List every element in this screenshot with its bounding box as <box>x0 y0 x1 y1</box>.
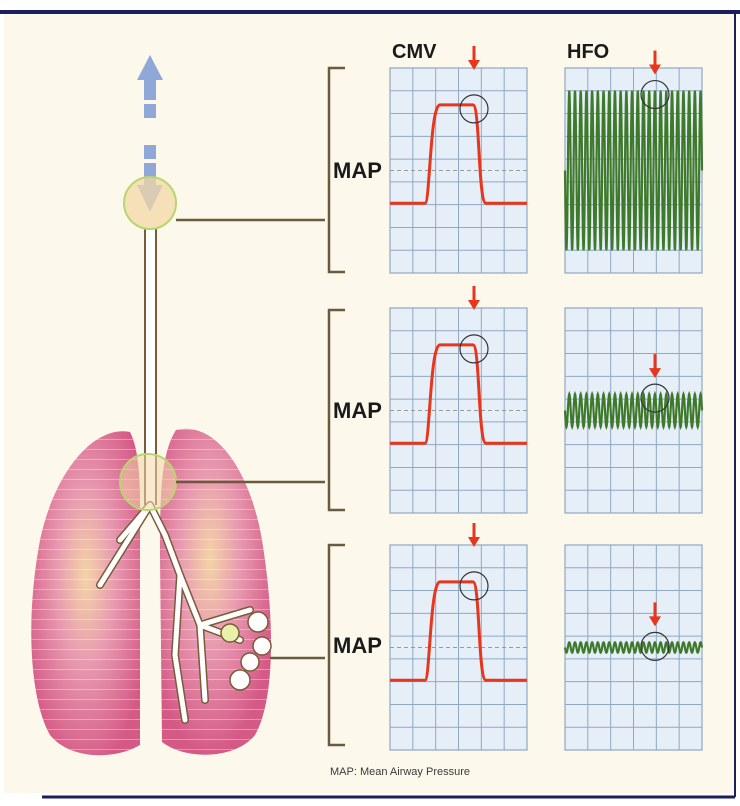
column-header-cmv: CMV <box>392 41 437 63</box>
map-label-row-2: MAP <box>333 398 382 423</box>
footnote: MAP: Mean Airway Pressure <box>330 766 470 778</box>
cmv-panel-row-3 <box>390 545 527 750</box>
cmv-panel-row-2 <box>390 308 527 513</box>
airway-measure-point <box>124 177 176 229</box>
map-label-row-3: MAP <box>333 633 382 658</box>
column-header-hfo: HFO <box>567 41 609 63</box>
cmv-panel-row-1 <box>390 68 527 273</box>
map-label-row-1: MAP <box>333 158 382 183</box>
bronchi-measure-point <box>120 454 176 510</box>
